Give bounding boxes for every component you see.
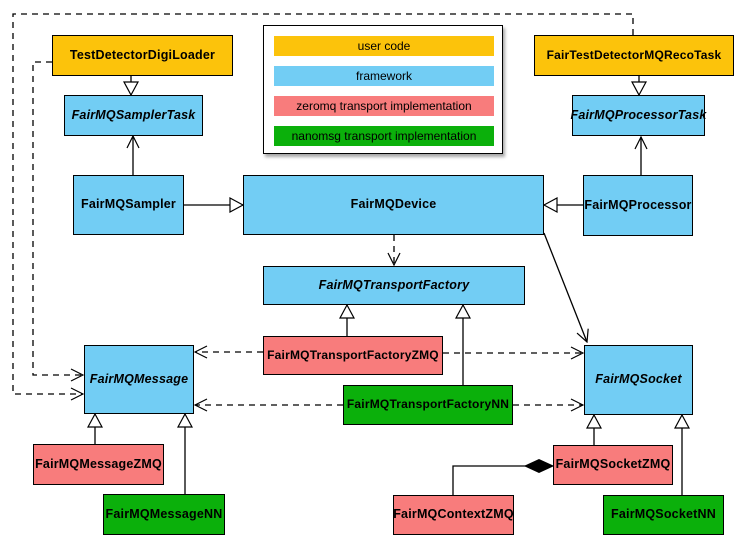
node-label: FairMQContextZMQ [393, 507, 514, 522]
legend: user code framework zeromq transport imp… [263, 25, 503, 154]
node-fairmqtransportfactory: FairMQTransportFactory [263, 266, 525, 305]
node-label: FairMQMessage [89, 371, 189, 386]
node-fairmqtransportfactorynn: FairMQTransportFactoryNN [343, 385, 513, 425]
legend-label: zeromq transport implementation [296, 99, 472, 113]
edge-device-to-socket [543, 232, 587, 342]
node-fairmqprocessortask: FairMQProcessorTask [570, 95, 707, 136]
node-fairmqprocessor: FairMQProcessor [583, 175, 693, 236]
node-label: FairMQTransportFactoryNN [346, 397, 510, 412]
edge-recotask-to-message-dependency [12, 13, 634, 394]
node-fairmqtransportfactoryzmq: FairMQTransportFactoryZMQ [263, 336, 443, 375]
node-label: FairMQDevice [350, 197, 437, 212]
node-fairmqsocketzmq: FairMQSocketZMQ [553, 445, 673, 485]
node-label: FairMQProcessorTask [570, 107, 707, 122]
node-label: FairMQSocketZMQ [555, 457, 671, 472]
node-testdetectordigiloader: TestDetectorDigiLoader [52, 35, 233, 76]
node-fairmqsampler: FairMQSampler [73, 175, 184, 235]
legend-label: user code [357, 39, 411, 53]
node-label: FairTestDetectorMQRecoTask [546, 47, 722, 62]
node-label: FairMQSamplerTask [71, 107, 196, 122]
node-fairmqcontextzmq: FairMQContextZMQ [393, 495, 514, 535]
node-label: FairMQProcessor [584, 197, 692, 212]
legend-label: framework [355, 69, 412, 83]
node-fairmqsamplertask: FairMQSamplerTask [64, 95, 203, 136]
edge-socketzmq-contextzmq-composition [452, 465, 526, 495]
node-fairmqmessagenn: FairMQMessageNN [103, 494, 225, 535]
node-label: FairMQSocket [595, 372, 682, 387]
node-label: FairMQMessageNN [105, 506, 223, 521]
legend-item-user-code: user code [274, 36, 494, 56]
legend-label: nanomsg transport implementation [291, 129, 477, 143]
node-fairmqdevice: FairMQDevice [243, 175, 544, 235]
node-fairmqmessage: FairMQMessage [84, 345, 194, 414]
legend-item-framework: framework [274, 66, 494, 86]
node-label: FairMQMessageZMQ [35, 456, 162, 471]
legend-item-nanomsg: nanomsg transport implementation [274, 126, 494, 146]
node-label: FairMQSampler [81, 197, 176, 212]
node-fairmqmessagezmq: FairMQMessageZMQ [33, 444, 164, 485]
node-fairmqsocketnn: FairMQSocketNN [603, 495, 724, 535]
node-label: FairMQTransportFactoryZMQ [267, 347, 439, 362]
composition-diamond [523, 458, 555, 474]
node-label: TestDetectorDigiLoader [69, 47, 216, 62]
node-fairtestdetectormqrecotask: FairTestDetectorMQRecoTask [534, 35, 734, 76]
node-label: FairMQSocketNN [611, 507, 716, 522]
legend-item-zeromq: zeromq transport implementation [274, 96, 494, 116]
node-label: FairMQTransportFactory [318, 277, 470, 292]
edge-digiloader-to-message-dependency [32, 61, 83, 375]
node-fairmqsocket: FairMQSocket [584, 345, 693, 415]
